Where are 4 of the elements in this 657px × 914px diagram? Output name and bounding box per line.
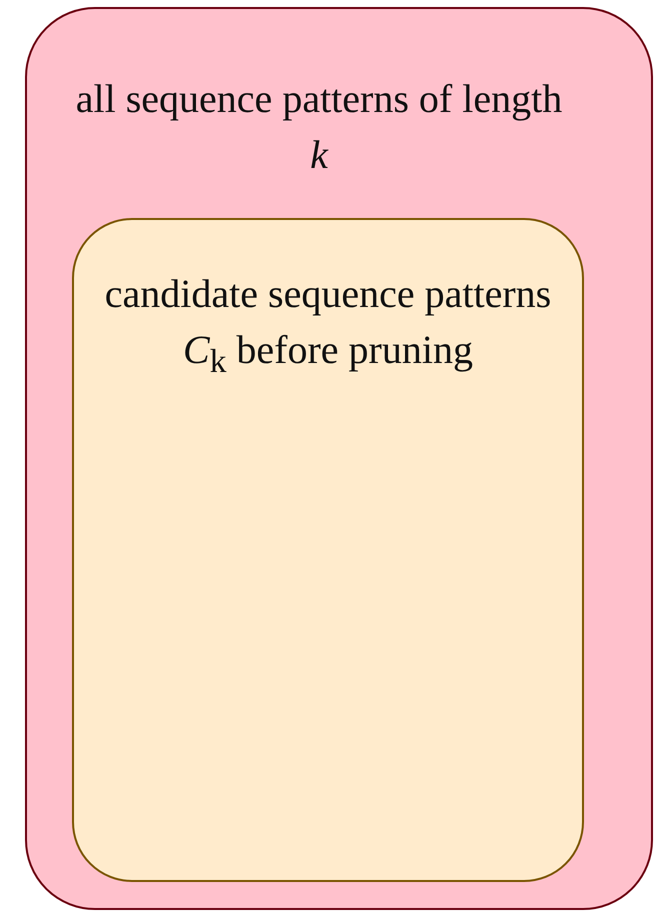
panel-heading: all sequence patterns of length k <box>74 75 564 179</box>
outer-rounded-panel <box>25 7 653 910</box>
inner-rounded-panel <box>72 218 584 882</box>
panel-heading: candidate sequence patterns C$_{k}$ before pruning <box>104 270 552 382</box>
